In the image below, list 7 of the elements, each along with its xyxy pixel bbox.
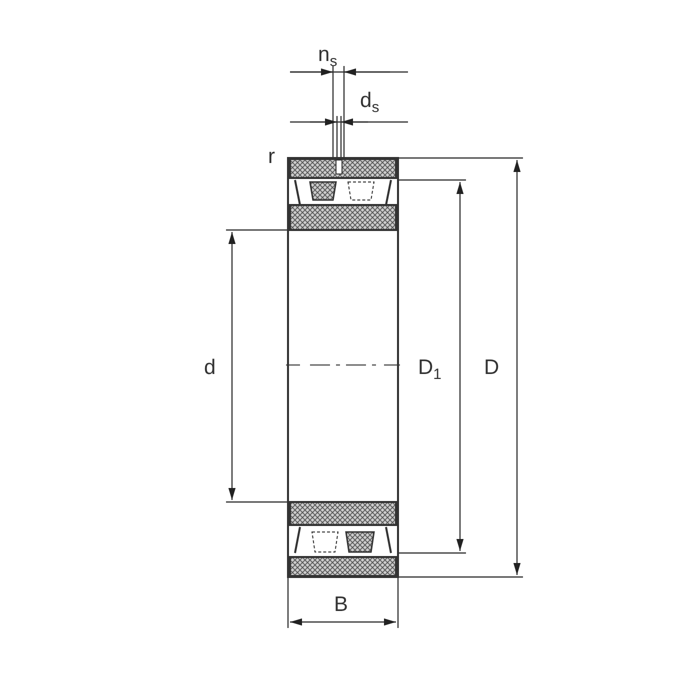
dimension-label: r [268,146,275,167]
dimension-label: D [484,357,500,378]
dimension-label: d$_{s}$ [360,90,380,116]
dimension-label: n$_{s}$ [318,44,338,70]
dimension-label: D$_{1}$ [418,357,442,382]
dimension-label: d [204,357,216,378]
dimension-label: B [334,594,348,615]
